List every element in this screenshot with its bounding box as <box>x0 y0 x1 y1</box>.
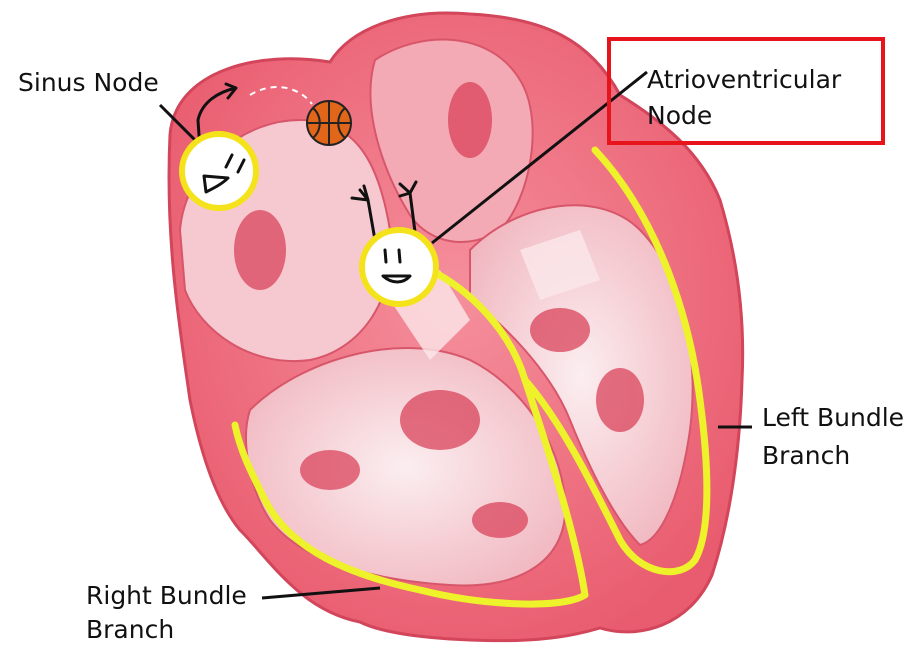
left-bundle-label-line1: Left Bundle <box>762 400 904 436</box>
basketball-icon <box>307 101 351 145</box>
sinus-node-label: Sinus Node <box>18 65 159 101</box>
left-bundle-label-line2: Branch <box>762 438 850 474</box>
right-bundle-label-line1: Right Bundle <box>86 578 247 614</box>
av-node-label-line1: Atrioventricular <box>647 62 841 98</box>
av-node-label-line2: Node <box>647 98 712 134</box>
right-bundle-label-line2: Branch <box>86 612 174 648</box>
